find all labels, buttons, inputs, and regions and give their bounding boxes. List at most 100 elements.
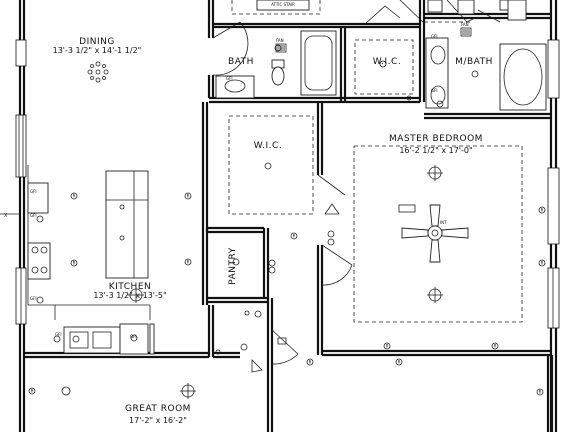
receptacle-icon: R (538, 259, 546, 267)
can-light-icon (471, 70, 479, 78)
receptacle-icon: R (184, 192, 192, 200)
interior-walls (24, 0, 551, 432)
gfi-label: GFI (431, 88, 438, 93)
switch-icon (327, 230, 335, 238)
room-name-wic-1: W.I.C. (373, 57, 401, 67)
master-bath-fixtures (425, 0, 547, 111)
receptacle-icon: R (491, 342, 499, 350)
switch-icon (240, 343, 248, 351)
exterior-walls (15, 0, 560, 432)
switch-icon (268, 259, 276, 267)
can-light-icon (232, 258, 240, 266)
gfi-symbols: GFI GFI GFI GFI GFI GFI GFI GFI (30, 34, 438, 339)
room-name-mbath: M/BATH (455, 57, 493, 67)
exhaust-fan-icon: FAN (275, 38, 287, 53)
gfi-label: GFI (55, 332, 62, 337)
svg-text:R: R (31, 389, 34, 394)
pendant-icon (119, 235, 125, 241)
receptacle-icon (72, 335, 80, 343)
receptacle-icon (53, 335, 61, 343)
room-name-kitchen: KITCHEN (109, 282, 152, 292)
switch-icon (215, 349, 221, 355)
ceiling-fan-icon: INT (401, 204, 469, 263)
receptacle-icon (436, 100, 444, 108)
receptacle-icon: R (536, 388, 544, 396)
room-dims-kitchen: 13'-3 1/2" x 13'-5" (93, 291, 166, 300)
receptacle-icon: R (383, 342, 391, 350)
svg-text:R: R (541, 208, 544, 213)
gfi-label: GFI (30, 296, 37, 301)
gfi-label: GFI (30, 189, 37, 194)
switch-icon (268, 266, 276, 274)
gfi-label: GFI (30, 213, 37, 218)
chandelier-icon (87, 61, 109, 83)
svg-text:R: R (539, 390, 542, 395)
receptacle-icon: R (70, 192, 78, 200)
attic-stair-box: ATTIC STAIR (256, 0, 310, 11)
room-name-bath: BATH (228, 57, 254, 67)
light-icon (128, 287, 144, 303)
misc-symbols (36, 95, 444, 373)
section-marker-label: X (4, 213, 8, 219)
chime-icon (251, 359, 263, 373)
room-labels: DINING 13'-3 1/2" x 14'-1 1/2" BATH W.I.… (53, 37, 493, 425)
panel-icon (277, 337, 287, 345)
svg-text:R: R (398, 360, 401, 365)
svg-text:R: R (73, 261, 76, 266)
can-light-icon (61, 386, 71, 396)
receptacle-icon: R (538, 206, 546, 214)
room-dims-dining: 13'-3 1/2" x 14'-1 1/2" (53, 46, 142, 55)
light-icon (180, 383, 196, 399)
receptacle-icon: R (306, 358, 314, 366)
receptacle-icon: R (290, 232, 298, 240)
svg-text:R: R (293, 234, 296, 239)
receptacle-icon: R (395, 358, 403, 366)
receptacle-icon: R (28, 387, 36, 395)
gfi-label: GFI (431, 34, 438, 39)
room-dims-great: 17'-2" x 16'-2" (129, 416, 187, 425)
fan-label-mbath: FAN (461, 22, 469, 27)
receptacle-icon (36, 296, 44, 304)
gfi-label: GFI (130, 334, 137, 339)
switch-icon (244, 310, 250, 316)
svg-text:R: R (541, 261, 544, 266)
room-name-wic-2: W.I.C. (254, 141, 282, 151)
svg-text:R: R (73, 194, 76, 199)
kitchen-fixtures (27, 170, 155, 355)
room-dims-master: 16'-2 1/2" x 17'-0" (399, 146, 472, 155)
room-name-master: MASTER BEDROOM (389, 134, 483, 144)
receptacle-icon: R (184, 258, 192, 266)
svg-text:R: R (187, 260, 190, 265)
receptacle-symbols: R R R R R R R R R R R R R (28, 192, 546, 396)
light-icon (427, 287, 443, 303)
smoke-detector-icon (324, 203, 340, 215)
fan-label-bath: FAN (276, 38, 284, 43)
attic-stair-label: ATTIC STAIR (271, 2, 295, 7)
exhaust-fan-icon: FAN (460, 22, 472, 37)
can-light-icon (379, 60, 387, 68)
receptacle-icon (130, 334, 138, 342)
switch-icon (254, 310, 262, 318)
can-light-icon (264, 162, 272, 170)
stair-fragments (364, 0, 476, 25)
pendant-icon (119, 204, 125, 210)
can-light-icon (406, 95, 412, 101)
svg-text:R: R (309, 360, 312, 365)
soffit-outlines (228, 0, 523, 323)
room-name-great: GREAT ROOM (125, 404, 191, 414)
light-icon (427, 165, 443, 181)
gfi-label: GFI (226, 76, 233, 81)
light-fixtures (61, 44, 479, 399)
switch-icon (327, 238, 335, 246)
svg-text:R: R (187, 194, 190, 199)
bath-fixtures (215, 30, 337, 99)
receptacle-icon: R (70, 259, 78, 267)
receptacle-icon (36, 215, 44, 223)
svg-text:R: R (386, 344, 389, 349)
room-name-dining: DINING (79, 37, 115, 47)
room-name-pantry: PANTRY (228, 247, 238, 284)
int-label: INT (440, 220, 447, 225)
svg-text:R: R (494, 344, 497, 349)
thermostat-icon (398, 204, 416, 213)
